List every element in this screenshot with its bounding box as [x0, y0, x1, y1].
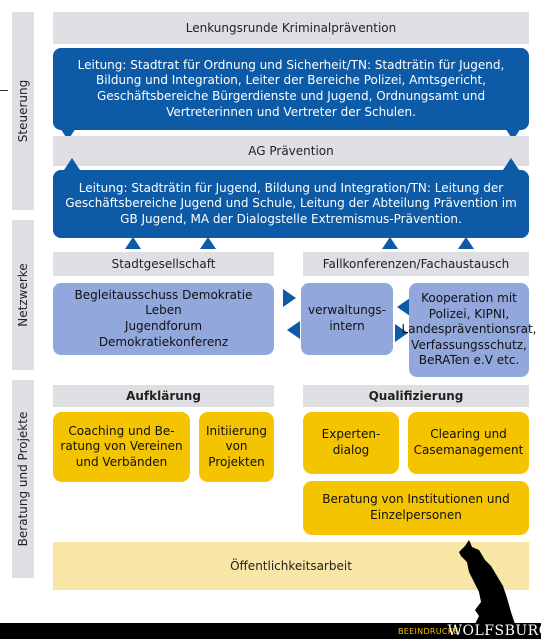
leitung-ag-text: Leitung: Stadträtin für Jugend, Bildung …: [65, 180, 517, 226]
side-label-netzwerke: Netzwerke: [12, 220, 34, 370]
kooperation-line: BeRATen e.V etc.: [418, 353, 520, 368]
begleitausschuss-line: Demokratiekonferenz: [98, 334, 229, 349]
expertendialog-line: Experten-: [321, 427, 381, 442]
triangle-up-3: [125, 237, 141, 249]
expertendialog-box: Experten- dialog: [303, 412, 399, 474]
wolf-logo-icon: [459, 540, 515, 624]
side-label-steuerung-text: Steuerung: [16, 79, 30, 143]
kooperation-line: Verfassungsschutz,: [411, 337, 527, 352]
triangle-up-4: [200, 237, 216, 249]
coaching-line: Coaching und Be-: [68, 423, 175, 438]
aufklaerung-text: Aufklärung: [126, 389, 201, 403]
begleitausschuss-line: Leben: [145, 303, 182, 318]
qualifizierung-header: Qualifizierung: [303, 385, 529, 407]
initiierung-line: von: [225, 439, 248, 454]
fallkonferenzen-header: Fallkonferenzen/Fachaustausch: [303, 252, 529, 276]
coaching-box: Coaching und Be- ratung von Vereinen und…: [53, 412, 190, 482]
fallkonferenzen-text: Fallkonferenzen/Fachaustausch: [322, 257, 510, 271]
verwaltungsintern-box: verwaltungs- intern: [301, 283, 393, 355]
expertendialog-line: dialog: [332, 443, 370, 457]
triangle-up-1: [64, 158, 80, 170]
kooperation-box: Kooperation mit Polizei, KIPNI, Landespr…: [402, 283, 536, 377]
footer-bar: BEEINDRUCKEND JUNG WOLFSBURG: [0, 623, 541, 639]
stadtgesellschaft-header: Stadtgesellschaft: [53, 252, 274, 276]
begleitausschuss-line: Jugendforum: [124, 319, 203, 333]
brand-box: WOLFSBURG: [448, 623, 541, 639]
brand-name: WOLFSBURG: [447, 623, 541, 639]
side-label-beratung: Beratung und Projekte: [12, 380, 34, 578]
stadtgesellschaft-text: Stadtgesellschaft: [111, 257, 216, 271]
initiierung-line: Projekten: [208, 454, 265, 469]
oeffentlichkeitsarbeit-box: Öffentlichkeitsarbeit: [53, 542, 529, 590]
initiierung-line: Initiierung: [206, 423, 267, 438]
leitung-lenkungsrunde-text: Leitung: Stadtrat für Ordnung und Sicher…: [77, 57, 505, 119]
side-label-netzwerke-text: Netzwerke: [16, 263, 30, 327]
leitung-ag-box: Leitung: Stadträtin für Jugend, Bildung …: [53, 170, 529, 238]
verwaltungsintern-line: intern: [329, 319, 365, 333]
kooperation-line: Kooperation mit: [421, 291, 517, 306]
leitung-lenkungsrunde-box: Leitung: Stadtrat für Ordnung und Sicher…: [53, 48, 529, 130]
triangle-up-5: [382, 237, 398, 249]
triangle-up-6: [458, 237, 474, 249]
arrow-left-2: [397, 298, 410, 316]
beratung-institutionen-line: Beratung von Institutionen und: [322, 492, 510, 507]
triangle-up-2: [503, 158, 519, 170]
coaching-line: ratung von Vereinen: [60, 439, 183, 454]
aufklaerung-header: Aufklärung: [53, 385, 274, 407]
kooperation-line: Polizei, KIPNI,: [428, 306, 510, 321]
footer-slogan: BEEINDRUCKEND JUNG: [398, 627, 496, 636]
arrow-left: [287, 321, 300, 339]
lenkungsrunde-box: Lenkungsrunde Kriminalprävention: [53, 12, 529, 44]
clearing-box: Clearing und Casemanagement: [408, 412, 529, 474]
begleitausschuss-line: Begleitausschuss Demokratie: [74, 287, 253, 302]
side-label-beratung-text: Beratung und Projekte: [16, 411, 30, 547]
lenkungsrunde-text: Lenkungsrunde Kriminalprävention: [185, 21, 397, 35]
coaching-line: und Verbänden: [75, 454, 168, 469]
clearing-line: Casemanagement: [413, 443, 524, 457]
arrow-right-2: [395, 324, 408, 342]
side-label-steuerung: Steuerung: [12, 12, 34, 210]
ag-praevention-text: AG Prävention: [248, 144, 334, 158]
kooperation-line: Landespräventionsrat,: [401, 322, 537, 337]
connector-line: [0, 90, 8, 91]
oeffentlichkeitsarbeit-text: Öffentlichkeitsarbeit: [230, 559, 352, 573]
initiierung-box: Initiierung von Projekten: [199, 412, 274, 482]
beratung-institutionen-line: Einzelpersonen: [370, 508, 462, 522]
verwaltungsintern-line: verwaltungs-: [307, 303, 387, 318]
qualifizierung-text: Qualifizierung: [368, 389, 464, 403]
clearing-line: Clearing und: [430, 427, 507, 442]
arrow-right: [283, 289, 296, 307]
beratung-institutionen-box: Beratung von Institutionen und Einzelper…: [303, 481, 529, 535]
begleitausschuss-box: Begleitausschuss Demokratie Leben Jugend…: [53, 283, 274, 355]
ag-praevention-box: AG Prävention: [53, 136, 529, 166]
